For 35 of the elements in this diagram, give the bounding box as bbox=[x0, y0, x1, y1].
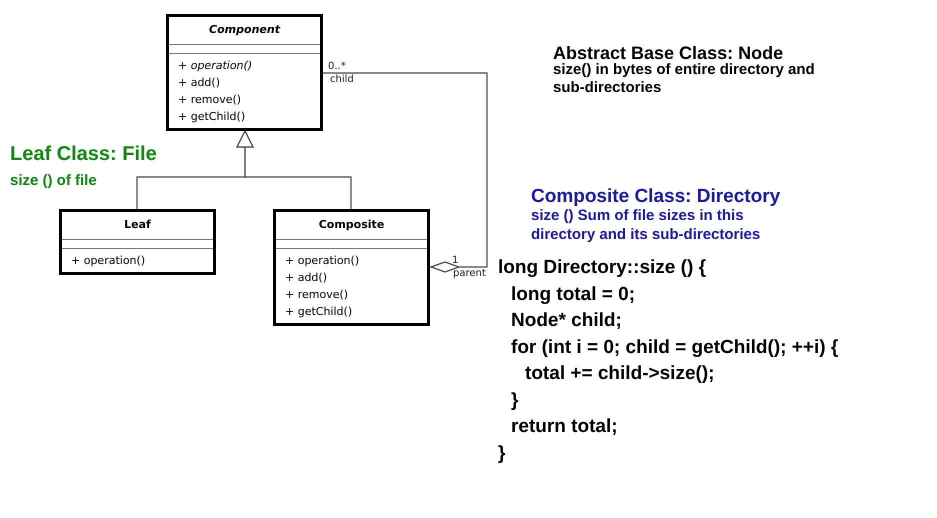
role-label: parent bbox=[453, 267, 486, 281]
code-line: long total = 0; bbox=[511, 282, 636, 306]
method-text: + getChild() bbox=[285, 304, 352, 320]
class-box bbox=[166, 14, 323, 131]
class-box bbox=[59, 209, 216, 275]
annotation-heading: Leaf Class: File bbox=[10, 142, 157, 167]
annotation-text: size() in bytes of entire directory and sub-directories bbox=[553, 61, 816, 97]
code-line: for (int i = 0; child = getChild(); ++i) { bbox=[511, 336, 838, 360]
multiplicity-label: 0..* bbox=[328, 60, 346, 74]
code-line: } bbox=[498, 442, 506, 466]
inheritance-arrow bbox=[236, 130, 352, 209]
annotation-heading: Composite Class: Directory bbox=[531, 185, 780, 209]
aggregation-connector bbox=[323, 72, 488, 273]
code-line: return total; bbox=[511, 415, 618, 439]
method-text: + operation() bbox=[285, 253, 360, 269]
method-text: + operation() bbox=[71, 253, 146, 269]
method-text: + operation() bbox=[178, 58, 252, 74]
class-name: Component bbox=[209, 22, 280, 38]
role-label: child bbox=[330, 73, 354, 87]
method-text: + remove() bbox=[285, 287, 348, 303]
multiplicity-label: 1 bbox=[452, 254, 458, 268]
code-line: long Directory::size () { bbox=[498, 256, 706, 280]
annotation-heading: Abstract Base Class: Node bbox=[553, 42, 784, 63]
class-name: Leaf bbox=[124, 217, 151, 234]
method-text: + add() bbox=[178, 75, 220, 91]
method-text: + getChild() bbox=[178, 109, 246, 125]
class-box bbox=[273, 209, 430, 326]
class-name: Composite bbox=[318, 217, 384, 234]
annotation-text: size () Sum of file sizes in this directory and its sub-directories bbox=[531, 206, 762, 244]
method-text: + add() bbox=[285, 270, 328, 286]
annotation-text: size () of file bbox=[10, 171, 97, 191]
method-text: + remove() bbox=[178, 92, 242, 108]
code-line: total += child->size(); bbox=[525, 362, 715, 386]
code-line: Node* child; bbox=[511, 309, 622, 333]
code-line: } bbox=[511, 388, 518, 412]
